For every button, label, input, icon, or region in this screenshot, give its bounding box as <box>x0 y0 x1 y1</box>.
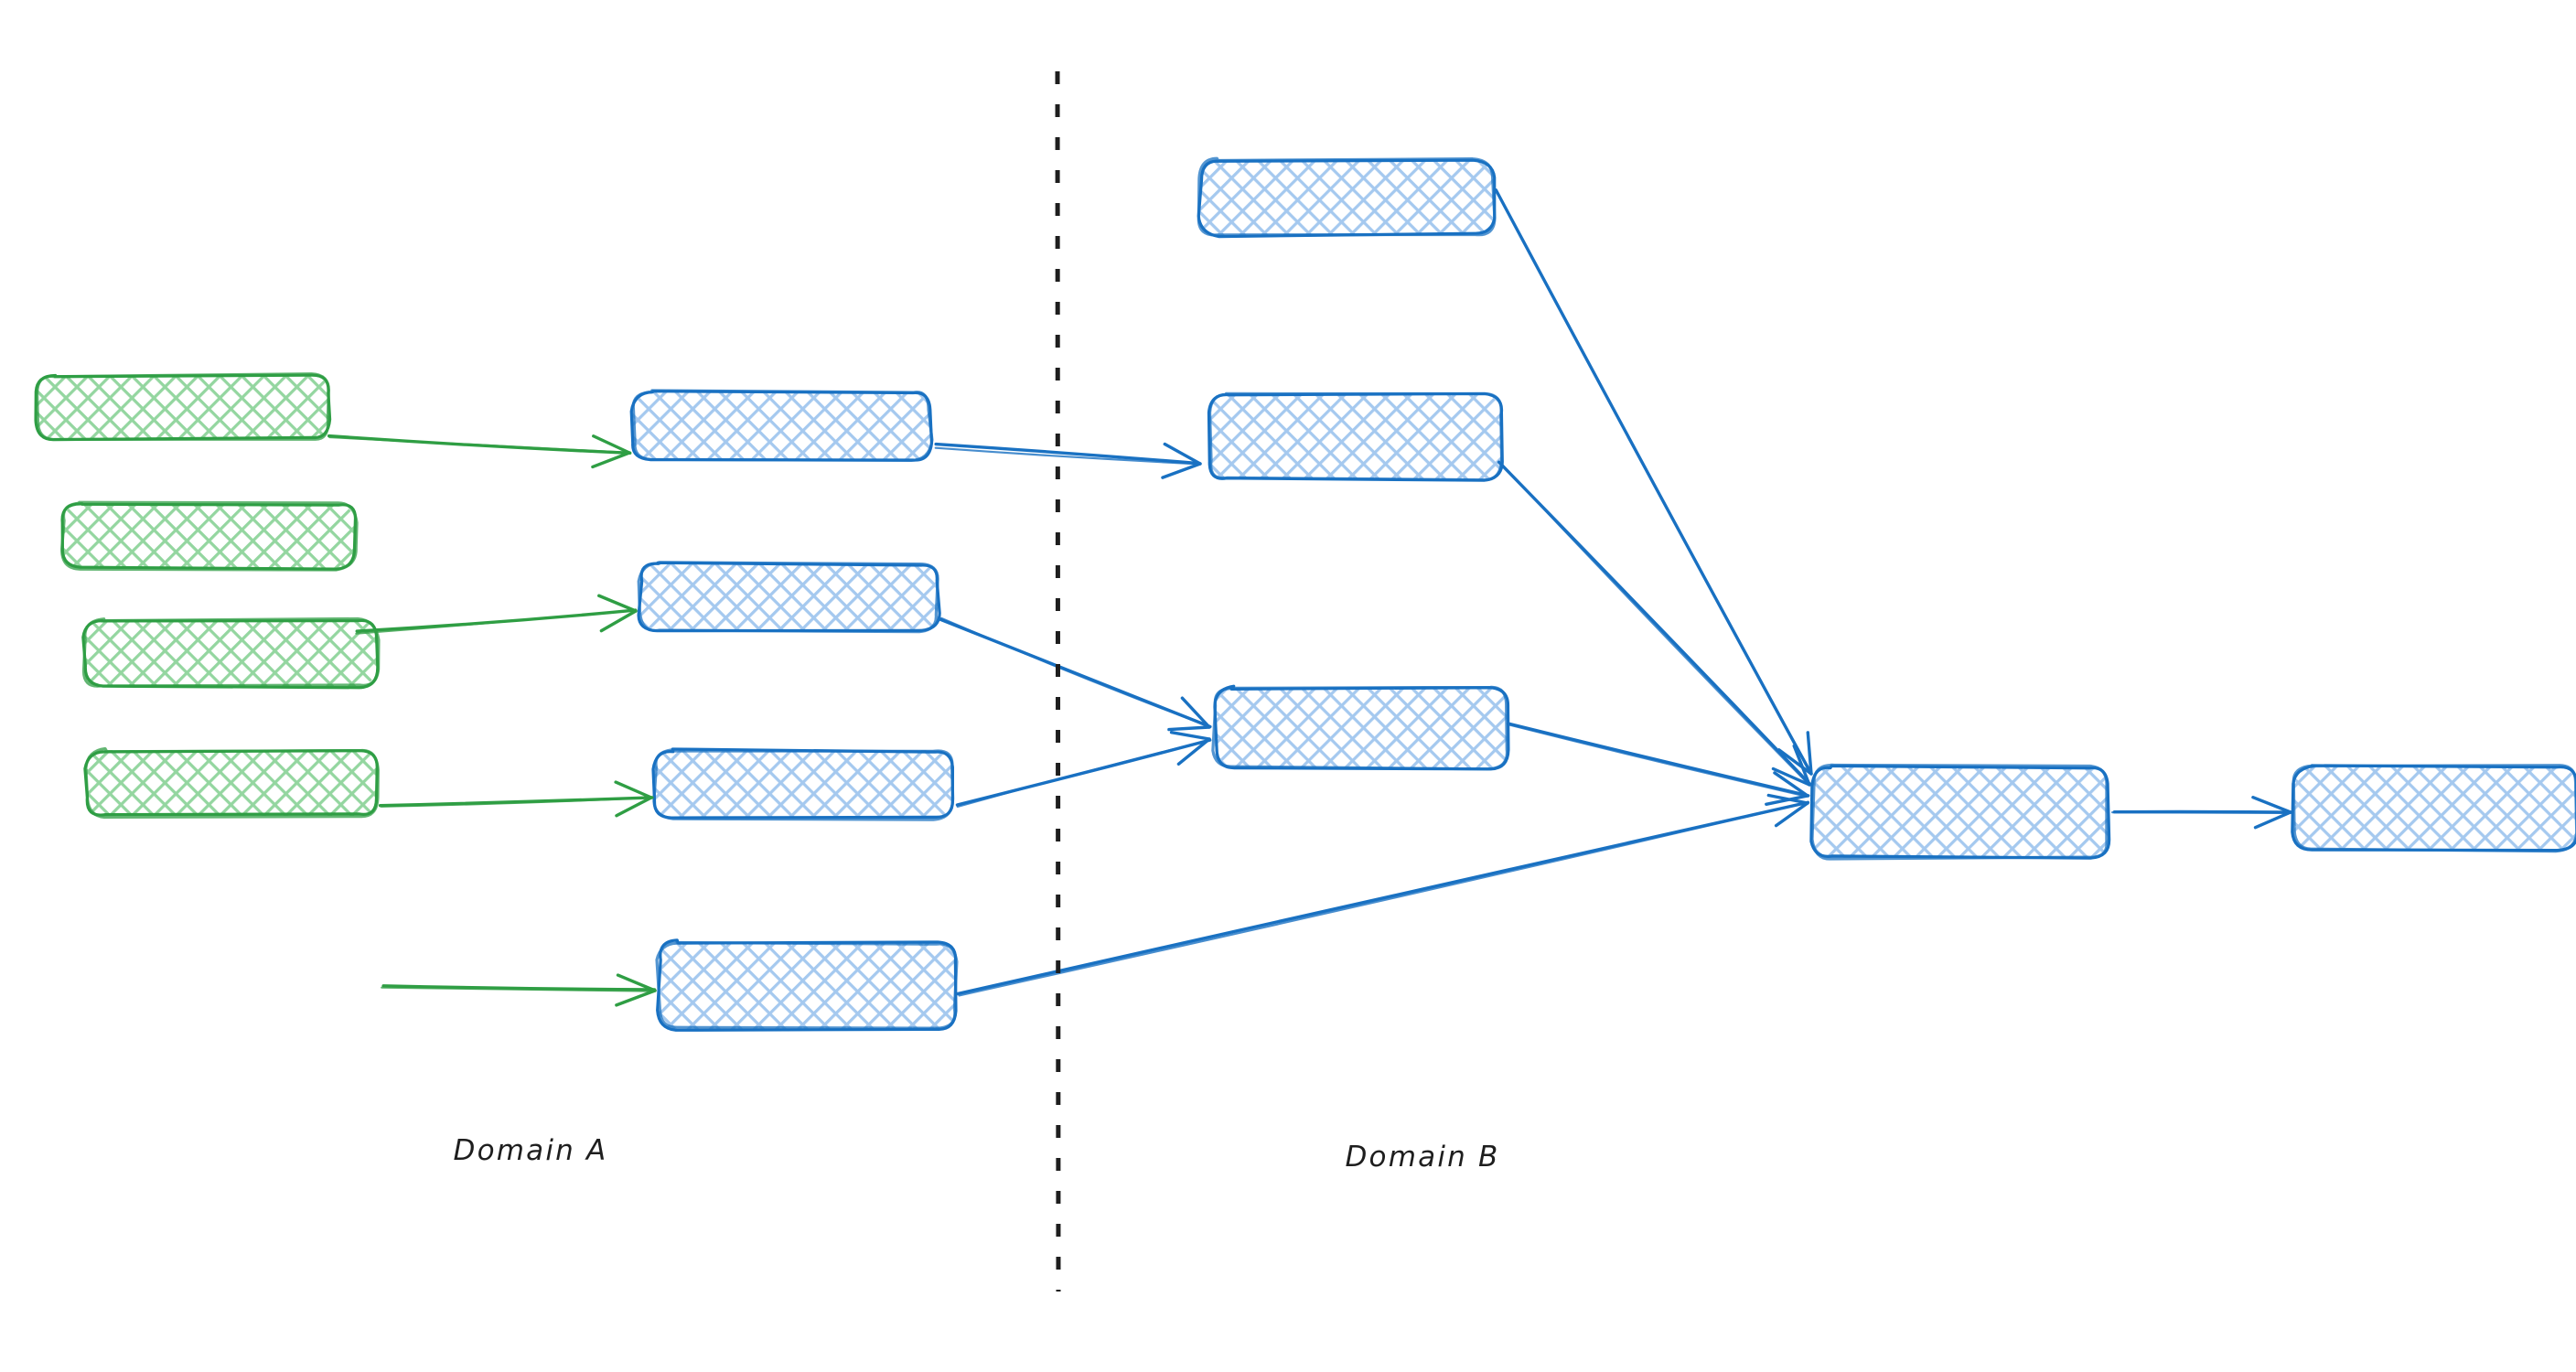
edge-a-src-1-to-a-proc-1 <box>327 434 632 469</box>
edge-a-proc-4-to-b-node-4 <box>956 793 1810 997</box>
domain-a-process-node[interactable] <box>651 747 955 821</box>
edge-a-src-4-to-a-proc-4 <box>381 973 657 1007</box>
edge-a-src-3-to-a-proc-3 <box>378 780 654 818</box>
edge-b-node-4-to-b-node-5 <box>2110 796 2292 830</box>
domain-b-node[interactable] <box>1207 391 1504 482</box>
domain-a-source-node[interactable] <box>60 500 359 572</box>
edge-b-node-2-to-b-node-4 <box>1497 460 1812 787</box>
edge-a-src-2-to-a-proc-2 <box>355 594 638 635</box>
edge-b-node-1-to-b-node-4 <box>1494 188 1813 776</box>
domain-a-source-node[interactable] <box>81 616 381 690</box>
edge-a-proc-2-to-b-node-3 <box>938 616 1212 732</box>
domain-b-node[interactable] <box>2291 764 2576 853</box>
domain-a-process-node[interactable] <box>637 561 941 634</box>
edge-a-proc-1-to-b-node-2 <box>934 442 1202 479</box>
domain-b-node[interactable] <box>1197 156 1497 239</box>
domain-a-process-node[interactable] <box>655 938 959 1032</box>
domain-a-process-node[interactable] <box>629 389 934 462</box>
divider-layer <box>1055 70 1061 1292</box>
domain-divider-line <box>1055 70 1061 1292</box>
nodes-layer <box>34 156 2576 1032</box>
domain-b-node[interactable] <box>1211 684 1510 771</box>
domain-a-label: Domain A <box>454 1134 608 1167</box>
domain-a-source-node[interactable] <box>83 746 380 820</box>
edge-a-proc-3-to-b-node-3 <box>955 730 1212 808</box>
domain-b-node[interactable] <box>1809 763 2111 861</box>
domain-b-label: Domain B <box>1345 1141 1499 1174</box>
edge-b-node-3-to-b-node-4 <box>1506 722 1810 807</box>
edges-layer <box>327 188 2292 1007</box>
domain-a-source-node[interactable] <box>34 372 332 442</box>
